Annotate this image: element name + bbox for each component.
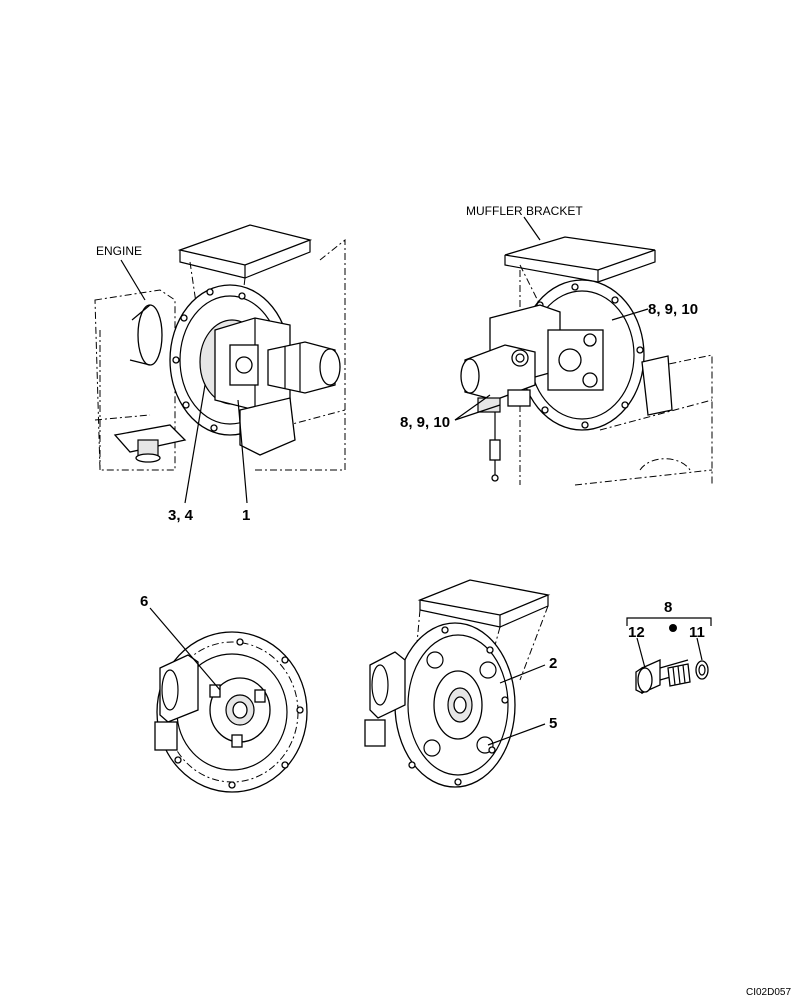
leader-2 bbox=[499, 664, 546, 684]
leader-8-9-10-lower-b bbox=[454, 404, 501, 421]
callout-12: 12 bbox=[628, 624, 645, 641]
drawing-code: CI02D057 bbox=[746, 987, 791, 998]
view-hardware-kit bbox=[626, 617, 712, 695]
leader-12 bbox=[636, 637, 646, 669]
leader-engine bbox=[120, 259, 146, 301]
callout-1: 1 bbox=[242, 507, 250, 524]
leader-8-9-10-lower-a bbox=[454, 394, 491, 421]
washer-item-11 bbox=[695, 660, 709, 680]
leader-6 bbox=[149, 607, 221, 691]
callout-8-9-10-upper: 8, 9, 10 bbox=[648, 301, 698, 318]
view-pump-side-assembly bbox=[454, 216, 713, 486]
view-adapter-bracket bbox=[364, 579, 551, 788]
bracket-item-8 bbox=[626, 617, 712, 626]
bolt-thread bbox=[667, 663, 691, 687]
leader-3-4 bbox=[184, 384, 206, 504]
label-engine: ENGINE bbox=[96, 244, 142, 258]
view-engine-side-assembly bbox=[94, 224, 346, 504]
leader-5 bbox=[487, 723, 546, 746]
callout-8: 8 bbox=[664, 599, 672, 616]
hex-bolt-item-12 bbox=[635, 658, 689, 695]
callout-8-9-10-lower: 8, 9, 10 bbox=[400, 414, 450, 431]
leader-1 bbox=[237, 399, 248, 504]
leader-muffler-bracket bbox=[523, 216, 541, 241]
callout-3-4: 3, 4 bbox=[168, 507, 194, 524]
callout-11: 11 bbox=[689, 624, 705, 641]
view-coupling-flywheel bbox=[149, 607, 308, 793]
callout-5: 5 bbox=[549, 715, 557, 732]
dot-marker bbox=[669, 624, 677, 632]
callout-6: 6 bbox=[140, 593, 148, 610]
label-muffler-bracket: MUFFLER BRACKET bbox=[466, 204, 583, 218]
callout-2: 2 bbox=[549, 655, 557, 672]
leader-11 bbox=[696, 637, 703, 661]
leader-8-9-10-upper bbox=[611, 308, 649, 321]
